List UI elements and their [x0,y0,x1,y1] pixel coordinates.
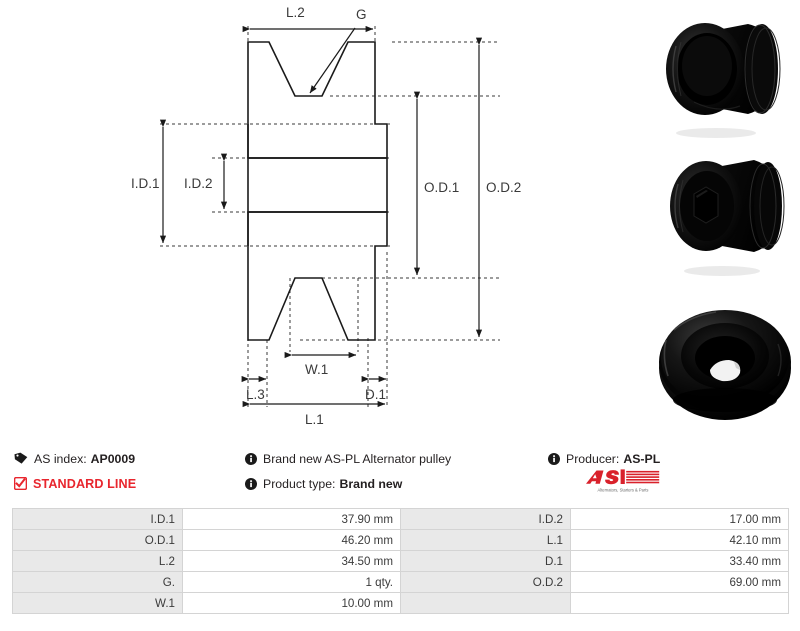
dimension-g: G [309,7,367,94]
table-row: O.D.1 46.20 mm L.1 42.10 mm [12,529,789,551]
dimension-label-l1: L.1 [305,412,324,427]
info-icon [245,477,257,490]
producer-line: Producer: AS-PL [548,446,798,471]
product-type-line: Product type: Brand new [245,471,545,496]
spec-key: W.1 [12,592,183,614]
standard-line-row: STANDARD LINE [14,471,244,496]
info-column-producer: Producer: AS-PL [548,446,798,471]
description-text: Brand new AS-PL Alternator pulley [263,451,452,466]
table-row: L.2 34.50 mm D.1 33.40 mm [12,550,789,572]
producer-value: AS-PL [623,451,661,466]
info-icon [548,452,560,465]
product-photo-pulley-top-bore-view[interactable] [650,278,800,426]
check-square-icon [14,477,27,490]
spec-value: 10.00 mm [182,592,401,614]
spec-value [570,592,789,614]
info-column-index: AS index: AP0009 STANDARD LINE [14,446,244,496]
table-row: I.D.1 37.90 mm I.D.2 17.00 mm [12,508,789,530]
spec-value: 69.00 mm [570,571,789,593]
spec-key: L.2 [12,550,183,572]
spec-value: 37.90 mm [182,508,401,530]
as-index-line: AS index: AP0009 [14,446,244,471]
spec-key: I.D.2 [400,508,571,530]
product-photo-pulley-angled-front-view[interactable] [650,2,800,142]
dimension-d1: D.1 [361,375,387,402]
technical-drawing: L.2 G I.D.1 I.D.2 [131,5,521,427]
dimension-od2: O.D.2 [475,37,521,338]
dimension-label-l3: L.3 [246,387,265,402]
spec-key [400,592,571,614]
product-photo-pulley-hex-socket-view[interactable] [650,142,800,278]
dimension-label-d1: D.1 [365,387,386,402]
info-column-description: Brand new AS-PL Alternator pulley Produc… [245,446,545,496]
spec-value: 42.10 mm [570,529,789,551]
spec-value: 46.20 mm [182,529,401,551]
spec-value: 17.00 mm [570,508,789,530]
spec-key: L.1 [400,529,571,551]
standard-line-label: STANDARD LINE [33,476,137,491]
spec-key: I.D.1 [12,508,183,530]
dimension-id2: I.D.2 [184,153,228,210]
dimension-label-g: G [356,7,367,22]
specifications-body: I.D.1 37.90 mm I.D.2 17.00 mm O.D.1 46.2… [12,508,789,614]
dimension-od1: O.D.1 [413,91,459,276]
dimension-label-id2: I.D.2 [184,176,213,191]
spec-value: 33.40 mm [570,550,789,572]
product-info-block: AS index: AP0009 STANDARD LINE [0,446,800,504]
spec-key: G. [12,571,183,593]
product-visual-area: L.2 G I.D.1 I.D.2 [131,0,800,436]
as-index-value: AP0009 [90,451,136,466]
logo-tagline: Alternators, Starters & Parts [598,487,649,492]
producer-label: Producer: [566,451,620,466]
info-icon [245,452,257,465]
description-line: Brand new AS-PL Alternator pulley [245,446,545,471]
drawing-extension-lines [160,26,500,407]
spec-key: O.D.1 [12,529,183,551]
dimension-label-w1: W.1 [305,362,328,377]
table-row: W.1 10.00 mm [12,592,789,614]
dimension-w1: W.1 [284,351,357,377]
product-type-value: Brand new [339,476,403,491]
dimension-label-l2: L.2 [286,5,305,20]
table-row: G. 1 qty. O.D.2 69.00 mm [12,571,789,593]
tag-icon [14,452,28,465]
dimension-label-id1: I.D.1 [131,176,160,191]
dimension-l3: L.3 [241,375,267,402]
dimension-label-od1: O.D.1 [424,180,459,195]
dimension-l1: L.1 [242,400,386,427]
as-pl-logo: Alternators, Starters & Parts [586,468,660,494]
dimension-l2: L.2 [242,5,374,33]
product-type-label: Product type: [263,476,336,491]
spec-value: 34.50 mm [182,550,401,572]
spec-key: O.D.2 [400,571,571,593]
pulley-profile-lines [247,124,387,246]
product-photo-gallery [650,0,800,436]
spec-key: D.1 [400,550,571,572]
dimension-id1: I.D.1 [131,119,167,244]
as-index-label: AS index: [34,451,87,466]
spec-value: 1 qty. [182,571,401,593]
specifications-table: I.D.1 37.90 mm I.D.2 17.00 mm O.D.1 46.2… [12,508,789,614]
dimension-label-od2: O.D.2 [486,180,521,195]
pulley-cross-section [247,41,388,341]
